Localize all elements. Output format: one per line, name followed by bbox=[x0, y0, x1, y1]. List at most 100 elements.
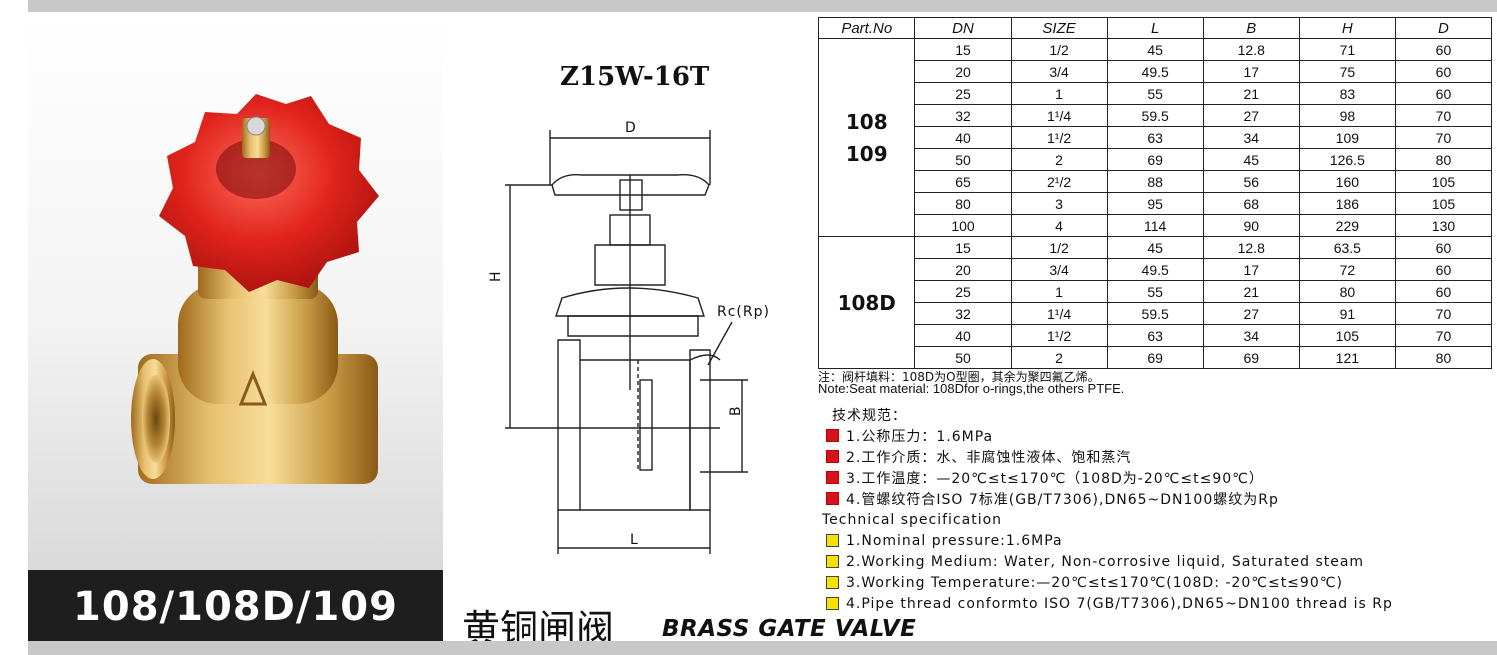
table-cell: 32 bbox=[914, 302, 1012, 325]
table-cell: 59.5 bbox=[1106, 104, 1204, 127]
table-cell: 60 bbox=[1394, 280, 1493, 303]
dim-label-b: B bbox=[728, 406, 744, 416]
table-cell: 90 bbox=[1202, 214, 1300, 237]
table-cell: 3/4 bbox=[1010, 60, 1108, 83]
table-cell: 4 bbox=[1010, 214, 1108, 237]
part-label-108: 108 bbox=[845, 109, 888, 134]
spec-item-en: 4.Pipe thread conformto ISO 7(GB/T7306),… bbox=[826, 593, 1393, 614]
header-b: B bbox=[1202, 17, 1300, 39]
header-dn: DN bbox=[914, 17, 1012, 39]
table-cell: 55 bbox=[1106, 82, 1204, 105]
table-cell: 2 bbox=[1010, 148, 1108, 171]
table-cell: 130 bbox=[1394, 214, 1493, 237]
table-cell: 55 bbox=[1106, 280, 1204, 303]
table-cell: 95 bbox=[1106, 192, 1204, 215]
table-cell: 105 bbox=[1394, 170, 1493, 193]
table-cell: 60 bbox=[1394, 60, 1493, 83]
dim-label-l: L bbox=[630, 532, 638, 548]
table-cell: 15 bbox=[914, 236, 1012, 259]
table-cell: 114 bbox=[1106, 214, 1204, 237]
table-cell: 17 bbox=[1202, 60, 1300, 83]
table-cell: 63 bbox=[1106, 126, 1204, 149]
table-cell: 50 bbox=[914, 148, 1012, 171]
table-cell: 63.5 bbox=[1298, 236, 1396, 259]
table-cell: 70 bbox=[1394, 126, 1493, 149]
table-cell: 65 bbox=[914, 170, 1012, 193]
table-cell: 40 bbox=[914, 324, 1012, 347]
table-cell: 80 bbox=[914, 192, 1012, 215]
table-cell: 69 bbox=[1106, 148, 1204, 171]
yellow-square-icon bbox=[826, 555, 839, 568]
table-cell: 229 bbox=[1298, 214, 1396, 237]
table-cell: 60 bbox=[1394, 236, 1493, 259]
table-cell: 25 bbox=[914, 82, 1012, 105]
red-square-icon bbox=[826, 450, 839, 463]
table-cell: 59.5 bbox=[1106, 302, 1204, 325]
table-cell: 20 bbox=[914, 60, 1012, 83]
table-cell: 88 bbox=[1106, 170, 1204, 193]
header-h: H bbox=[1298, 17, 1396, 39]
table-cell: 60 bbox=[1394, 258, 1493, 281]
table-cell: 71 bbox=[1298, 38, 1396, 61]
spec-heading-en: Technical specification bbox=[822, 511, 1003, 528]
table-cell: 20 bbox=[914, 258, 1012, 281]
table-cell: 1¹/4 bbox=[1010, 104, 1108, 127]
spec-item-cn: 4.管螺纹符合ISO 7标准(GB/T7306),DN65~DN100螺纹为Rp bbox=[826, 488, 1393, 509]
table-cell: 63 bbox=[1106, 324, 1204, 347]
product-photo bbox=[28, 14, 443, 574]
table-cell: 17 bbox=[1202, 258, 1300, 281]
spec-item-cn-text: 1.公称压力：1.6MPa bbox=[846, 428, 994, 445]
table-cell: 34 bbox=[1202, 324, 1300, 347]
spec-item-cn-text: 2.工作介质：水、非腐蚀性液体、饱和蒸汽 bbox=[846, 449, 1132, 466]
table-cell: 1 bbox=[1010, 82, 1108, 105]
spec-item-en: 3.Working Temperature:—20℃≤t≤170℃(108D: … bbox=[826, 572, 1393, 593]
table-cell: 91 bbox=[1298, 302, 1396, 325]
table-header-row: Part.No DN SIZE L B H D bbox=[817, 17, 1493, 39]
table-cell: 1¹/4 bbox=[1010, 302, 1108, 325]
spec-item-cn: 2.工作介质：水、非腐蚀性液体、饱和蒸汽 bbox=[826, 446, 1393, 467]
table-cell: 72 bbox=[1298, 258, 1396, 281]
table-cell: 160 bbox=[1298, 170, 1396, 193]
dim-label-h: H bbox=[488, 271, 504, 282]
spec-item-en-text: 3.Working Temperature:—20℃≤t≤170℃(108D: … bbox=[846, 574, 1343, 591]
table-cell: 105 bbox=[1394, 192, 1493, 215]
red-square-icon bbox=[826, 471, 839, 484]
spec-item-cn-text: 3.工作温度：—20℃≤t≤170℃（108D为-20℃≤t≤90℃） bbox=[846, 470, 1264, 487]
table-cell: 2 bbox=[1010, 346, 1108, 369]
part-label-108d: 108D bbox=[837, 290, 896, 315]
table-cell: 69 bbox=[1202, 346, 1300, 369]
spec-item-cn-text: 4.管螺纹符合ISO 7标准(GB/T7306),DN65~DN100螺纹为Rp bbox=[846, 491, 1279, 508]
table-cell: 1/2 bbox=[1010, 38, 1108, 61]
table-cell: 109 bbox=[1298, 126, 1396, 149]
spec-heading-cn: 技术规范： bbox=[832, 407, 907, 424]
table-cell: 83 bbox=[1298, 82, 1396, 105]
table-cell: 70 bbox=[1394, 104, 1493, 127]
header-size: SIZE bbox=[1010, 17, 1108, 39]
table-cell: 15 bbox=[914, 38, 1012, 61]
brass-gate-valve-image bbox=[131, 94, 379, 484]
table-cell: 25 bbox=[914, 280, 1012, 303]
table-cell: 70 bbox=[1394, 302, 1493, 325]
table-cell: 80 bbox=[1394, 148, 1493, 171]
red-square-icon bbox=[826, 492, 839, 505]
table-cell: 2¹/2 bbox=[1010, 170, 1108, 193]
spec-item-en-text: 1.Nominal pressure:1.6MPa bbox=[846, 532, 1063, 549]
table-cell: 3 bbox=[1010, 192, 1108, 215]
table-cell: 1/2 bbox=[1010, 236, 1108, 259]
table-cell: 49.5 bbox=[1106, 60, 1204, 83]
part-label-109: 109 bbox=[845, 141, 888, 166]
table-cell: 40 bbox=[914, 126, 1012, 149]
table-cell: 27 bbox=[1202, 104, 1300, 127]
table-cell: 80 bbox=[1394, 346, 1493, 369]
table-cell: 60 bbox=[1394, 38, 1493, 61]
